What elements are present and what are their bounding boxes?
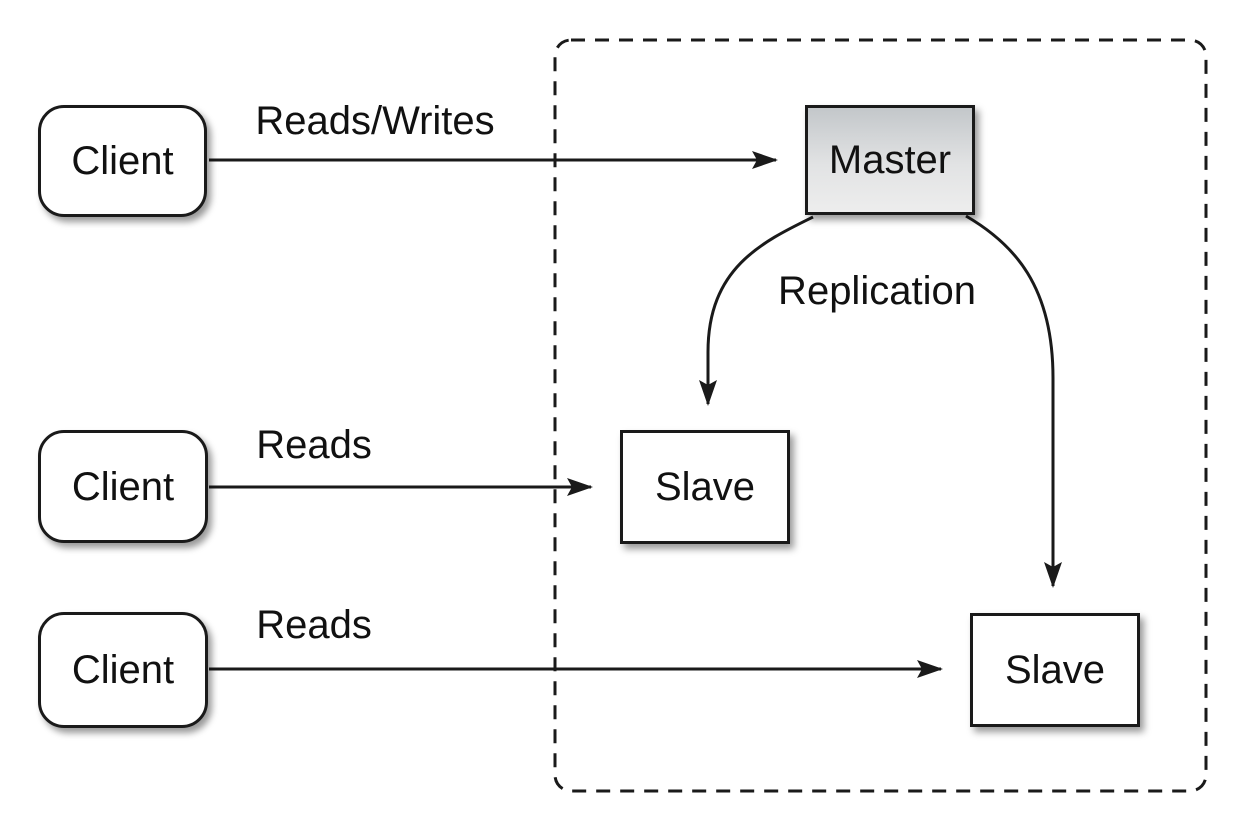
node-client-3-label: Client: [71, 648, 175, 692]
arrow-replication-to-slave2: [965, 214, 1062, 588]
node-master-label: Master: [828, 138, 952, 182]
node-slave-2-label: Slave: [1004, 648, 1106, 692]
node-client-2: Client: [38, 430, 208, 543]
node-client-1-label: Client: [71, 139, 174, 183]
node-client-3: Client: [38, 612, 208, 728]
edge-label-reads-bottom: Reads: [256, 603, 372, 647]
edge-label-reads-top: Reads: [256, 423, 372, 467]
node-slave-2: Slave: [970, 613, 1140, 727]
arrow-replication-to-slave1: [699, 215, 814, 406]
node-slave-1-label: Slave: [654, 465, 756, 509]
edge-label-replication: Replication: [778, 269, 976, 313]
edge-label-reads-writes: Reads/Writes: [255, 99, 495, 143]
node-master: Master: [805, 105, 975, 215]
node-client-2-label: Client: [71, 464, 175, 509]
node-slave-1: Slave: [620, 430, 790, 544]
node-client-1: Client: [38, 105, 207, 217]
